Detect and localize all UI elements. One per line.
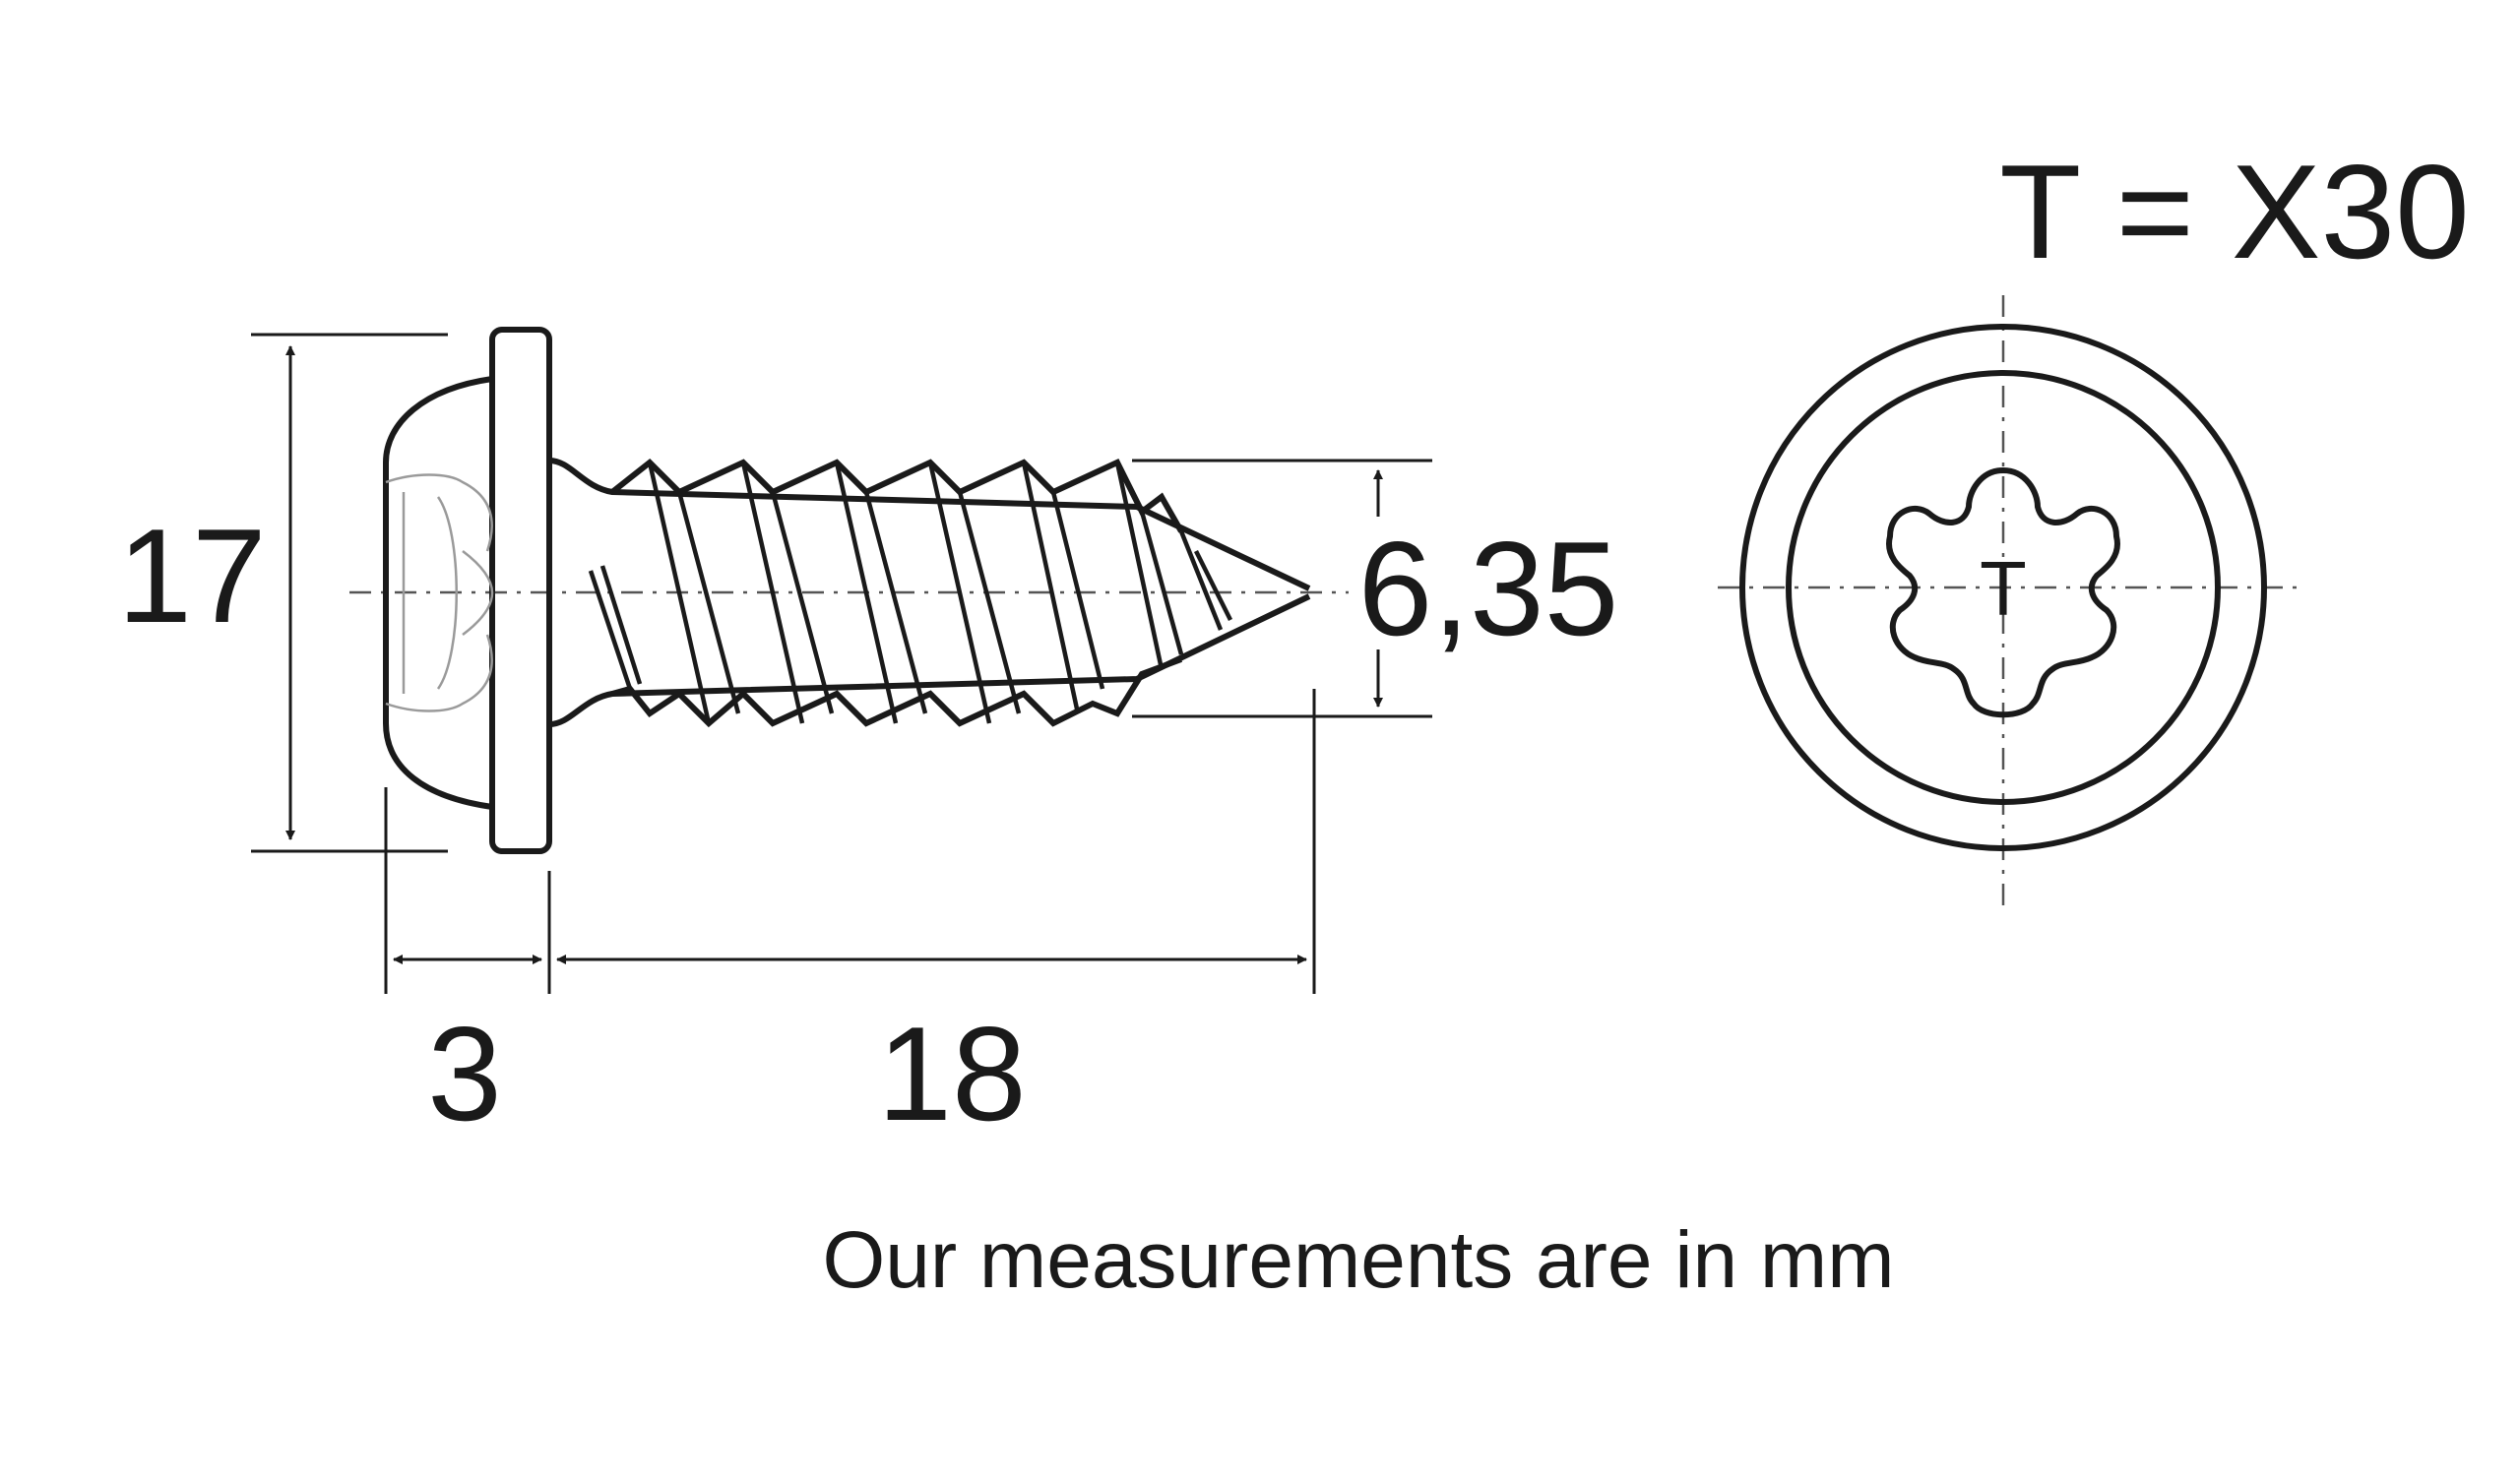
shank-length-label: 18 [877,999,1026,1148]
dimension-thread-diameter: 6,35 [1132,459,1619,718]
dimension-shank-length: 18 [556,689,1316,1148]
screw-head-dome [383,376,493,810]
torx-recess-outline [1886,466,2120,718]
torx-head-end-view-icon: T [1718,295,2299,910]
head-inner-circle [1786,370,2221,805]
head-diameter-label: 17 [117,501,266,650]
torx-recess-hidden-lines [385,473,494,712]
thread-profile-bottom [611,656,1183,728]
dimension-head-diameter: 17 [117,333,448,853]
measurement-units-note: Our measurements are in mm [822,1215,1894,1305]
screw-side-view-icon [349,327,1349,854]
head-height-label: 3 [427,999,502,1148]
screw-neck [548,458,1311,591]
head-outer-circle [1739,324,2267,851]
thread-flanks [588,462,1233,724]
screw-head-flange [489,327,552,854]
drive-size-label: T = X30 [1999,137,2470,286]
dimension-head-height: 3 [384,787,551,1148]
thread-diameter-label: 6,35 [1358,514,1619,663]
torx-glyph: T [1980,545,2027,632]
